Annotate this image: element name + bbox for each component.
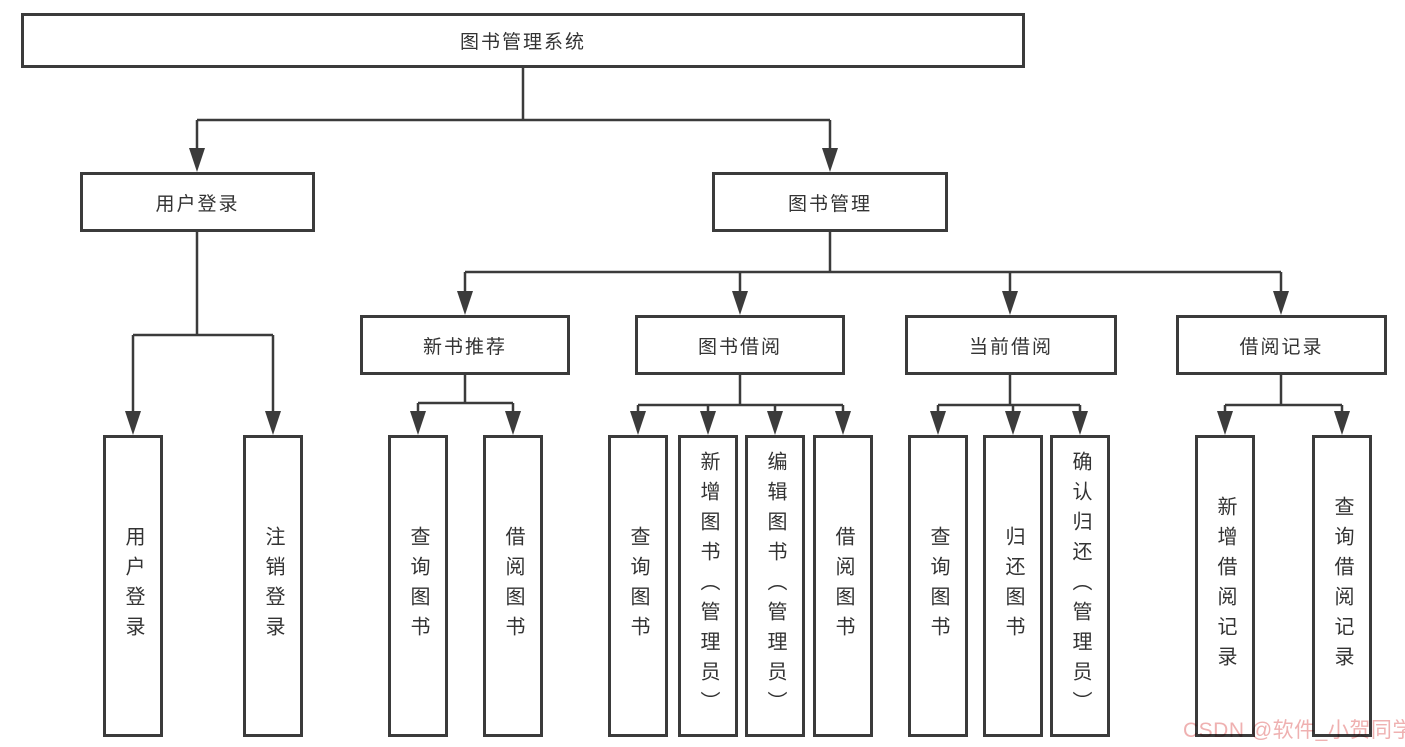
arrowhead bbox=[265, 411, 281, 435]
node-query-books-borrowing: 查询图书 bbox=[608, 435, 668, 737]
node-label: 注销登录 bbox=[262, 526, 284, 646]
arrowhead bbox=[1002, 291, 1018, 315]
node-edit-books-admin: 编辑图书（管理员） bbox=[745, 435, 805, 737]
node-label: 归还图书 bbox=[1002, 526, 1024, 646]
node-label: 新增图书（管理员） bbox=[697, 451, 719, 721]
node-query-borrow-record: 查询借阅记录 bbox=[1312, 435, 1372, 737]
node-label: 查询借阅记录 bbox=[1331, 496, 1353, 676]
node-query-books-current: 查询图书 bbox=[908, 435, 968, 737]
node-borrow-books-recommend: 借阅图书 bbox=[483, 435, 543, 737]
connector-root-to-level2 bbox=[195, 68, 832, 150]
connector-current-borrowing-to-children bbox=[936, 375, 1082, 414]
node-user-login-leaf: 用户登录 bbox=[103, 435, 163, 737]
arrowhead bbox=[700, 411, 716, 435]
node-borrow-books-borrowing: 借阅图书 bbox=[813, 435, 873, 737]
node-label: 借阅图书 bbox=[832, 526, 854, 646]
arrowhead bbox=[630, 411, 646, 435]
watermark: CSDN @软件_小贺同学 bbox=[1183, 719, 1405, 742]
arrowhead bbox=[732, 291, 748, 315]
node-label: 借阅图书 bbox=[502, 526, 524, 646]
node-label: 图书管理系统 bbox=[459, 32, 586, 53]
arrowhead bbox=[457, 291, 473, 315]
connector-borrowing-records-to-children bbox=[1223, 375, 1344, 414]
node-add-books-admin: 新增图书（管理员） bbox=[678, 435, 738, 737]
node-library-management-system: 图书管理系统 bbox=[21, 13, 1025, 68]
node-label: 用户登录 bbox=[122, 526, 144, 646]
arrowhead bbox=[189, 148, 205, 172]
node-new-book-recommendation: 新书推荐 bbox=[360, 315, 570, 375]
node-label: 新增借阅记录 bbox=[1214, 496, 1236, 676]
node-current-borrowing: 当前借阅 bbox=[905, 315, 1117, 375]
arrowhead bbox=[505, 411, 521, 435]
connector-book-management-to-level3 bbox=[463, 232, 1283, 293]
node-logout: 注销登录 bbox=[243, 435, 303, 737]
arrowhead bbox=[1217, 411, 1233, 435]
node-label: 查询图书 bbox=[927, 526, 949, 646]
node-add-borrow-record: 新增借阅记录 bbox=[1195, 435, 1255, 737]
connector-new-book-recommendation-to-children bbox=[416, 375, 515, 414]
node-label: 编辑图书（管理员） bbox=[764, 451, 786, 721]
node-label: 图书借阅 bbox=[697, 336, 782, 358]
arrowhead bbox=[125, 411, 141, 435]
node-book-management: 图书管理 bbox=[712, 172, 948, 232]
connector-book-borrowing-to-children bbox=[636, 375, 845, 414]
node-book-borrowing: 图书借阅 bbox=[635, 315, 845, 375]
arrowhead bbox=[1072, 411, 1088, 435]
node-label: 图书管理 bbox=[787, 193, 872, 215]
arrowhead bbox=[835, 411, 851, 435]
arrowhead bbox=[767, 411, 783, 435]
arrowhead bbox=[1334, 411, 1350, 435]
arrowhead bbox=[930, 411, 946, 435]
arrowheads bbox=[125, 148, 1350, 435]
node-label: 当前借阅 bbox=[968, 336, 1053, 358]
node-label: 查询图书 bbox=[407, 526, 429, 646]
node-query-books-recommend: 查询图书 bbox=[388, 435, 448, 737]
node-borrowing-records: 借阅记录 bbox=[1176, 315, 1387, 375]
node-label: 借阅记录 bbox=[1239, 336, 1324, 358]
node-return-books: 归还图书 bbox=[983, 435, 1043, 737]
node-label: 查询图书 bbox=[627, 526, 649, 646]
node-user-login: 用户登录 bbox=[80, 172, 315, 232]
node-label: 确认归还（管理员） bbox=[1069, 451, 1091, 721]
arrowhead bbox=[410, 411, 426, 435]
arrowhead bbox=[822, 148, 838, 172]
node-label: 新书推荐 bbox=[422, 336, 507, 358]
connector-user-login-to-children bbox=[131, 232, 275, 413]
node-label: 用户登录 bbox=[155, 193, 240, 215]
arrowhead bbox=[1005, 411, 1021, 435]
arrowhead bbox=[1273, 291, 1289, 315]
node-confirm-return-admin: 确认归还（管理员） bbox=[1050, 435, 1110, 737]
